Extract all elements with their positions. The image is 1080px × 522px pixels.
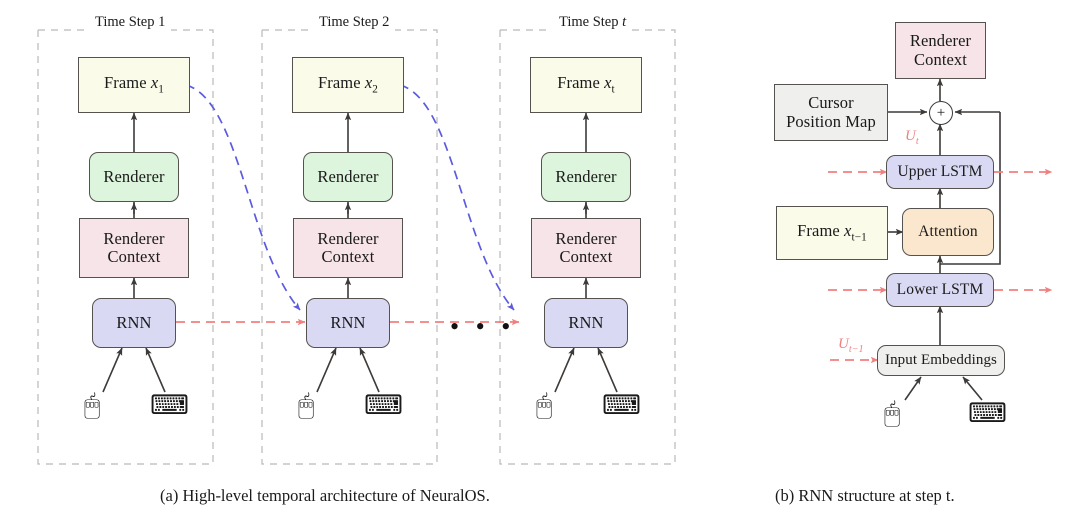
u-t-label: Ut [905, 128, 919, 147]
frame-node-step-2-label: Frame x2 [317, 73, 379, 96]
rnn-node-step-1: RNN [92, 298, 176, 348]
sum-junction-icon: + [929, 101, 953, 125]
frame-node-b: Frame xt−1 [776, 206, 888, 260]
panel-title-step-1: Time Step 1 [89, 14, 172, 31]
renderer-node-step-t: Renderer [541, 152, 631, 202]
frame-node-step-2: Frame x2 [292, 57, 404, 113]
steps-ellipsis: • • • [450, 312, 516, 341]
frame-node-step-1: Frame x1 [78, 57, 190, 113]
mouse-cursor-icon: 🖱 [84, 390, 101, 421]
mouse-cursor-icon: 🖱 [884, 398, 901, 429]
u-t-minus-1-label: Ut−1 [838, 336, 864, 355]
rnn-node-step-2: RNN [306, 298, 390, 348]
keyboard-icon: ⌨ [364, 390, 403, 421]
keyboard-icon: ⌨ [968, 398, 1007, 429]
upper-lstm-node: Upper LSTM [886, 155, 994, 189]
caption-panel-b: (b) RNN structure at step t. [775, 486, 955, 505]
keyboard-icon: ⌨ [150, 390, 189, 421]
rnn-node-step-t: RNN [544, 298, 628, 348]
renderer-node-step-1: Renderer [89, 152, 179, 202]
panel-title-step-t: Time Step t [553, 14, 633, 31]
panel-title-step-t-text: Time Step t [559, 14, 627, 30]
frame-node-b-label: Frame xt−1 [797, 221, 867, 244]
mouse-cursor-icon: 🖱 [298, 390, 315, 421]
caption-panel-a: (a) High-level temporal architecture of … [160, 486, 490, 505]
mouse-cursor-icon: 🖱 [536, 390, 553, 421]
frame-node-step-t: Frame xt [530, 57, 642, 113]
frame-node-step-t-label: Frame xt [557, 73, 615, 96]
frame-node-step-1-label: Frame x1 [103, 73, 165, 96]
panel-title-step-2: Time Step 2 [313, 14, 396, 31]
lower-lstm-node: Lower LSTM [886, 273, 994, 307]
attention-node: Attention [902, 208, 994, 256]
input-embeddings-node: Input Embeddings [877, 345, 1005, 376]
keyboard-icon: ⌨ [602, 390, 641, 421]
renderer-node-step-2: Renderer [303, 152, 393, 202]
